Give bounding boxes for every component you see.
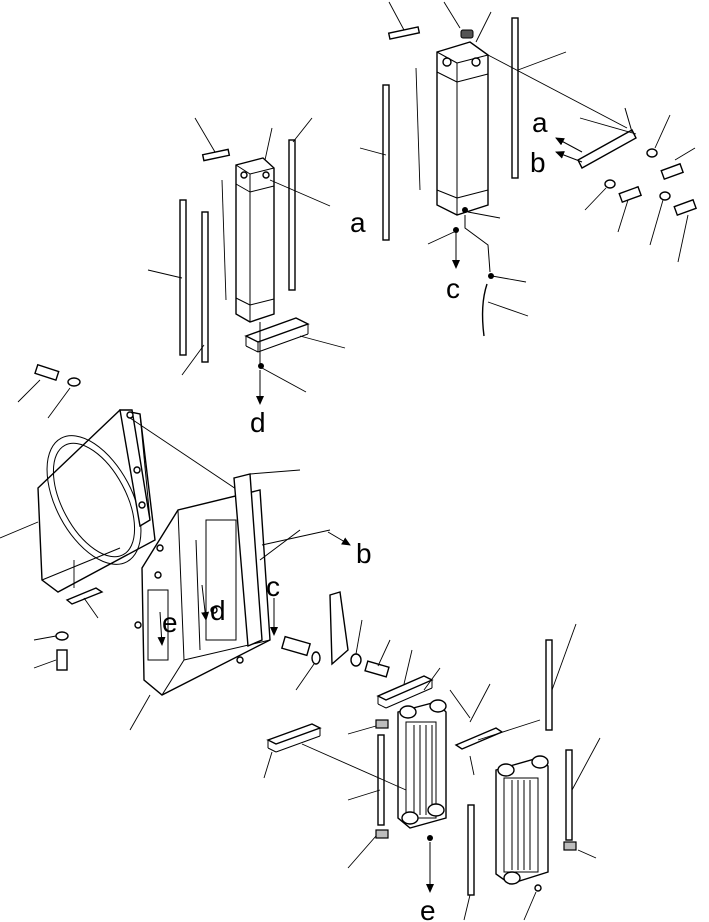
label-a-top-right: a [532, 107, 548, 138]
upper-right-leaders [359, 1, 696, 317]
upper-right-bracket [577, 107, 637, 169]
upper-middle-leaders [147, 117, 346, 393]
upper-right-bolts [604, 148, 698, 217]
label-b-top-right: b [530, 147, 546, 178]
label-d-bottom: d [210, 595, 226, 626]
label-e-bottom: e [420, 895, 436, 922]
lower-strips [266, 639, 577, 896]
upper-right-cooler [436, 29, 489, 216]
label-c-top: c [446, 273, 460, 304]
center-bolts [280, 591, 434, 709]
upper-middle-strips [179, 139, 310, 363]
arrows-a-b-top [452, 137, 583, 269]
center-leaders [295, 619, 441, 691]
frame-leaders [129, 529, 351, 731]
lower-leaders [263, 623, 601, 921]
label-a-mid: a [350, 207, 366, 238]
lower-cooler-left [397, 699, 447, 829]
label-d-mid: d [250, 407, 266, 438]
fan-shroud [37, 409, 156, 593]
cooler-frame [134, 469, 301, 696]
upper-middle-cooler [235, 157, 275, 323]
label-b-bottom: b [356, 538, 372, 569]
lower-cooler-right [495, 755, 549, 892]
upper-right-hose [453, 215, 494, 337]
label-c-bottom: c [266, 571, 280, 602]
shroud-bolts [34, 363, 104, 671]
upper-right-strips [382, 17, 519, 241]
label-e-frame: e [162, 607, 178, 638]
